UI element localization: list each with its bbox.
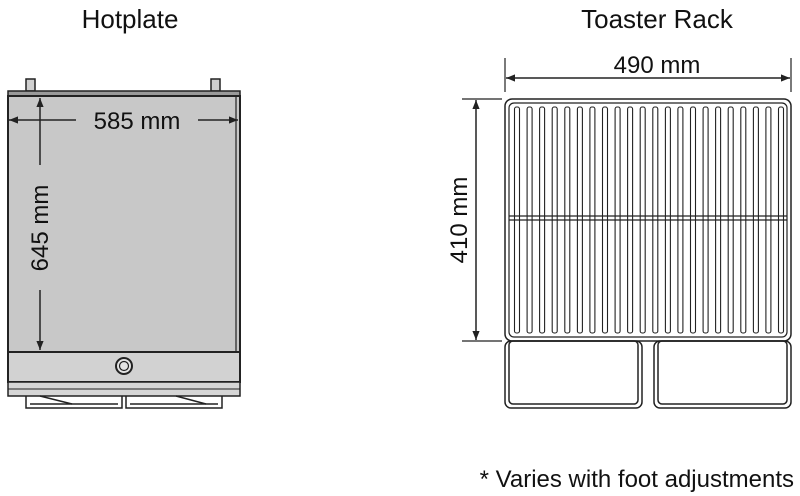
toaster-rack-drawing: Toaster Rack 490 mm 410 mm <box>446 4 792 409</box>
rack-bar <box>777 106 785 334</box>
rack-bar <box>564 106 571 334</box>
rack-legs <box>504 340 792 409</box>
rack-bar <box>576 106 583 334</box>
rack-bar <box>589 106 596 334</box>
rack-bar <box>664 106 671 334</box>
hotplate-width-label: 585 mm <box>94 108 181 135</box>
footnote: * Varies with foot adjustments <box>480 466 794 493</box>
hotplate-title: Hotplate <box>82 4 179 34</box>
rack-bar <box>513 106 521 334</box>
rack-bars <box>513 106 785 334</box>
rack-bar <box>727 106 734 334</box>
rack-width-label: 490 mm <box>614 52 701 79</box>
hotplate-body <box>7 95 241 353</box>
hotplate-feet <box>25 395 223 409</box>
hotplate-drawing: Hotplate 585 mm 645 mm <box>7 4 241 409</box>
rack-bar <box>765 106 772 334</box>
rack-bar <box>539 106 546 334</box>
rack-bar <box>614 106 621 334</box>
rack-bar <box>689 106 697 334</box>
toaster-rack-title: Toaster Rack <box>581 4 734 34</box>
rack-bar <box>627 106 634 334</box>
hotplate-control-knob <box>115 357 133 375</box>
rack-bar <box>601 106 609 334</box>
rack-frame <box>504 98 792 342</box>
hotplate-right-post <box>210 78 221 92</box>
rack-bar <box>652 106 659 334</box>
rack-bar <box>526 106 533 334</box>
rack-bar <box>715 106 722 334</box>
rack-bar <box>639 106 646 334</box>
rack-bar <box>677 106 684 334</box>
hotplate-depth-label: 645 mm <box>27 185 54 272</box>
rack-depth-label: 410 mm <box>446 177 473 264</box>
rack-bar <box>702 106 709 334</box>
hotplate-left-post <box>25 78 36 92</box>
rack-bar <box>752 106 759 334</box>
rack-bar <box>740 106 747 334</box>
rack-bar <box>551 106 558 334</box>
